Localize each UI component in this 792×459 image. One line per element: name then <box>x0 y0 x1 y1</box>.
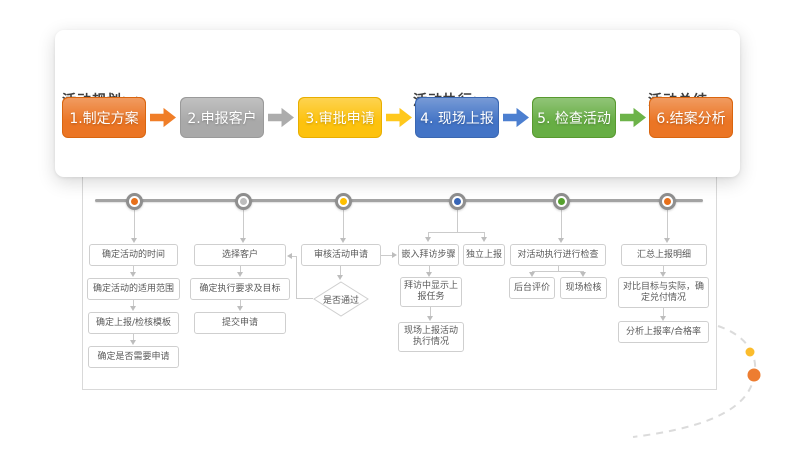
timeline <box>95 199 703 202</box>
flow-box: 确定活动的时间 <box>89 244 178 266</box>
arrowhead-down-icon <box>237 306 243 311</box>
flow-box: 分析上报率/合格率 <box>618 321 709 343</box>
node-dot-icon <box>340 198 347 205</box>
flow-connector <box>243 210 244 238</box>
step-box-5: 5. 检查活动 <box>532 97 616 138</box>
step-box-1: 1.制定方案 <box>62 97 146 138</box>
timeline-node-4 <box>449 193 466 210</box>
arrowhead-down-icon <box>664 238 670 243</box>
flow-box: 提交申请 <box>194 312 286 334</box>
arrowhead-down-icon <box>481 237 487 242</box>
step-box-3: 3.审批申请 <box>298 97 382 138</box>
flow-box: 确定执行要求及目标 <box>190 278 290 300</box>
flow-connector <box>667 210 668 238</box>
arrowhead-down-icon <box>240 238 246 243</box>
flow-box: 现场检核 <box>560 277 607 299</box>
node-dot-icon <box>454 198 461 205</box>
node-dot-icon <box>240 198 247 205</box>
step-arrow-icon <box>503 107 529 128</box>
diamond-label: 是否通过 <box>322 295 359 306</box>
flow-connector <box>381 255 392 256</box>
step-box-4: 4. 现场上报 <box>415 97 499 138</box>
flow-box: 审核活动申请 <box>301 244 381 266</box>
flow-box: 汇总上报明细 <box>621 244 707 266</box>
flow-box: 确定上报/检核模板 <box>88 312 179 334</box>
step-box-6: 6.结案分析 <box>649 97 733 138</box>
flow-connector <box>561 210 562 238</box>
arrowhead-down-icon <box>130 306 136 311</box>
step-arrow-icon <box>268 107 294 128</box>
flow-box: 对活动执行进行检查 <box>510 244 606 266</box>
flow-connector <box>240 300 241 306</box>
flow-box: 拜访中显示上报任务 <box>400 277 462 307</box>
decision-diamond: 是否通过 <box>313 281 369 317</box>
arrowhead-down-icon <box>660 272 666 277</box>
flow-connector <box>484 232 485 237</box>
arrowhead-down-icon <box>427 316 433 321</box>
arrowhead-down-icon <box>529 272 535 277</box>
yellow-dot-icon <box>745 347 755 357</box>
flow-box: 选择客户 <box>194 244 286 266</box>
timeline-node-6 <box>659 193 676 210</box>
arrowhead-down-icon <box>337 275 343 280</box>
arrowhead-down-icon <box>660 316 666 321</box>
flow-box: 现场上报活动执行情况 <box>398 322 464 352</box>
flow-connector <box>429 266 430 272</box>
node-dot-icon <box>131 198 138 205</box>
arrowhead-down-icon <box>237 272 243 277</box>
flow-connector <box>532 271 584 272</box>
timeline-node-3 <box>335 193 352 210</box>
arrowhead-left-icon <box>287 253 292 259</box>
arrowhead-down-icon <box>130 340 136 345</box>
flow-connector <box>558 266 559 272</box>
flow-connector <box>428 232 429 237</box>
curve-decoration <box>632 325 761 438</box>
flow-connector <box>296 298 313 299</box>
arrowhead-down-icon <box>130 272 136 277</box>
flow-panel <box>82 172 717 390</box>
arrowhead-down-icon <box>131 238 137 243</box>
arrowhead-right-icon <box>392 252 397 258</box>
flow-connector <box>428 232 485 233</box>
flow-connector <box>296 256 297 299</box>
flow-connector <box>430 307 431 316</box>
flow-connector <box>457 210 458 232</box>
timeline-node-2 <box>235 193 252 210</box>
flow-connector <box>340 266 341 275</box>
arrowhead-down-icon <box>580 272 586 277</box>
flow-connector <box>292 256 297 257</box>
diamond-shape-icon <box>313 281 369 317</box>
flow-connector <box>240 266 241 272</box>
arrowhead-down-icon <box>340 238 346 243</box>
arrowhead-down-icon <box>426 272 432 277</box>
flow-box: 独立上报 <box>463 244 505 266</box>
orange-dot-icon <box>747 368 761 382</box>
flow-box: 对比目标与实际，确定兑付情况 <box>618 277 709 308</box>
flow-box: 确定活动的适用范围 <box>87 278 180 300</box>
flow-connector <box>663 308 664 316</box>
process-steps-card: 活动规划>> 活动执行>> 活动总结 1.制定方案 2.申报客户 3.审批申请 … <box>55 30 740 177</box>
flow-connector <box>133 300 134 306</box>
timeline-node-1 <box>126 193 143 210</box>
step-arrow-icon <box>150 107 176 128</box>
flow-connector <box>134 210 135 238</box>
step-arrow-icon <box>620 107 646 128</box>
flow-box: 后台评价 <box>509 277 555 299</box>
step-arrow-icon <box>386 107 412 128</box>
dashed-curve-icon <box>632 325 757 438</box>
flow-box: 嵌入拜访步骤 <box>398 244 459 266</box>
flow-connector <box>343 210 344 238</box>
node-dot-icon <box>558 198 565 205</box>
arrowhead-down-icon <box>558 238 564 243</box>
node-dot-icon <box>664 198 671 205</box>
timeline-node-5 <box>553 193 570 210</box>
arrowhead-down-icon <box>425 237 431 242</box>
step-box-2: 2.申报客户 <box>180 97 264 138</box>
flow-connector <box>133 266 134 272</box>
flow-connector <box>133 334 134 340</box>
flow-box: 确定是否需要申请 <box>88 346 179 368</box>
flow-connector <box>663 266 664 272</box>
